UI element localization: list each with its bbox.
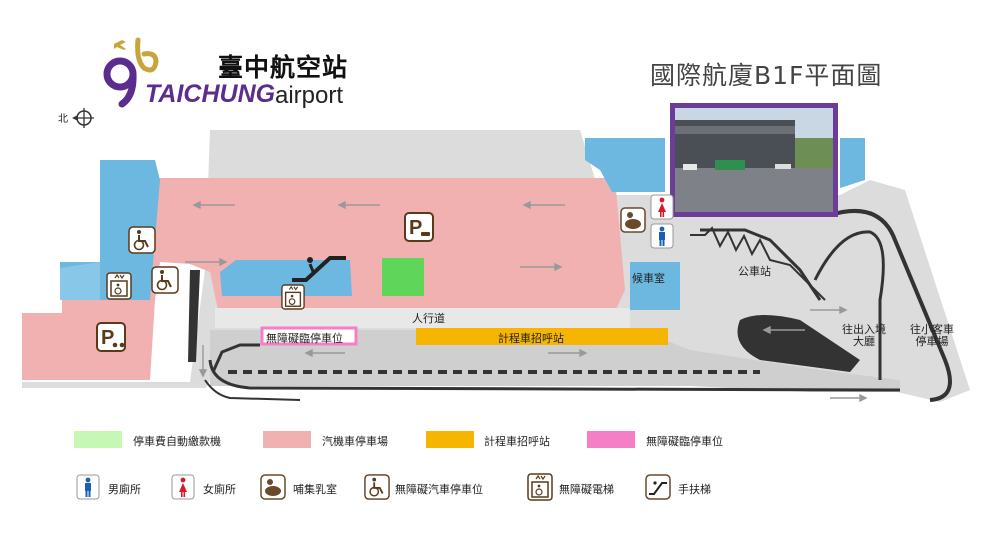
accessible-bay-strip xyxy=(260,326,358,346)
logo-mark-icon xyxy=(103,37,159,108)
legend-label-womens: 女廁所 xyxy=(203,483,236,496)
map-title: 國際航廈B1F平面圖 xyxy=(650,61,883,90)
accessible-elevator-icon xyxy=(106,272,132,300)
svg-text:P: P xyxy=(101,327,114,349)
legend-label-accessible-car: 無障礙汽車停車位 xyxy=(395,483,483,496)
bus-stop-label: 公車站 xyxy=(738,265,771,278)
waiting-room-label: 候車室 xyxy=(632,272,665,285)
legend-label-taxi: 計程車招呼站 xyxy=(484,435,550,448)
mens-toilet-icon xyxy=(76,474,100,500)
svg-text:P: P xyxy=(409,217,422,239)
escalator-icon xyxy=(645,474,671,500)
legend-swatch-car-parking xyxy=(263,431,311,448)
logo-name-en: TAICHUNG xyxy=(145,80,276,108)
legend-swatch-accessible-bay xyxy=(587,431,635,448)
legend-label-car-parking: 汽機車停車場 xyxy=(322,435,388,448)
wheelchair-icon xyxy=(151,266,179,294)
legend-label-pay-station: 停車費自動繳款機 xyxy=(133,435,221,448)
terminal-photo xyxy=(670,103,838,217)
to-arrival-hall-label: 往出入境 大廳 xyxy=(842,323,886,348)
legend-label-escalator: 手扶梯 xyxy=(678,483,711,496)
accessible-elevator-icon xyxy=(527,473,553,501)
legend-label-nursing: 哺集乳室 xyxy=(293,483,337,496)
mens-toilet-icon xyxy=(650,223,674,249)
nursing-room-icon xyxy=(620,207,646,233)
airport-logo xyxy=(100,30,360,110)
legend-label-accessible-bay: 無障礙臨停車位 xyxy=(646,435,723,448)
logo-name-zh: 臺中航空站 xyxy=(218,53,349,82)
north-label: 北 xyxy=(58,114,68,125)
motorcycle-parking-icon: P xyxy=(96,322,126,352)
accessible-elevator-icon xyxy=(281,284,305,310)
pay-station-block xyxy=(382,258,424,296)
womens-toilet-icon xyxy=(650,194,674,220)
to-minibus-parking-label: 往小客車 停車場 xyxy=(910,323,954,348)
legend-swatch-taxi xyxy=(426,431,474,448)
parking-p-icon: P xyxy=(404,212,434,242)
taxi-stand-label: 計程車招呼站 xyxy=(498,332,564,345)
womens-toilet-icon xyxy=(171,474,195,500)
taxi-stand-strip xyxy=(416,328,668,345)
logo-name-en-sub: airport xyxy=(275,82,344,109)
terminal-photo-image xyxy=(675,108,833,212)
accessible-parking-label: 無障礙臨停車位 xyxy=(266,332,343,345)
legend-swatch-pay-station xyxy=(74,431,122,448)
wheelchair-icon xyxy=(128,226,156,254)
escalator-icon xyxy=(292,256,346,282)
legend-label-mens: 男廁所 xyxy=(108,483,141,496)
floor-plan-map xyxy=(22,130,970,403)
walkway-label: 人行道 xyxy=(412,312,445,325)
legend-label-elevator: 無障礙電梯 xyxy=(559,483,614,496)
compass-icon xyxy=(72,108,94,128)
wheelchair-icon xyxy=(364,474,390,500)
nursing-room-icon xyxy=(260,474,286,500)
